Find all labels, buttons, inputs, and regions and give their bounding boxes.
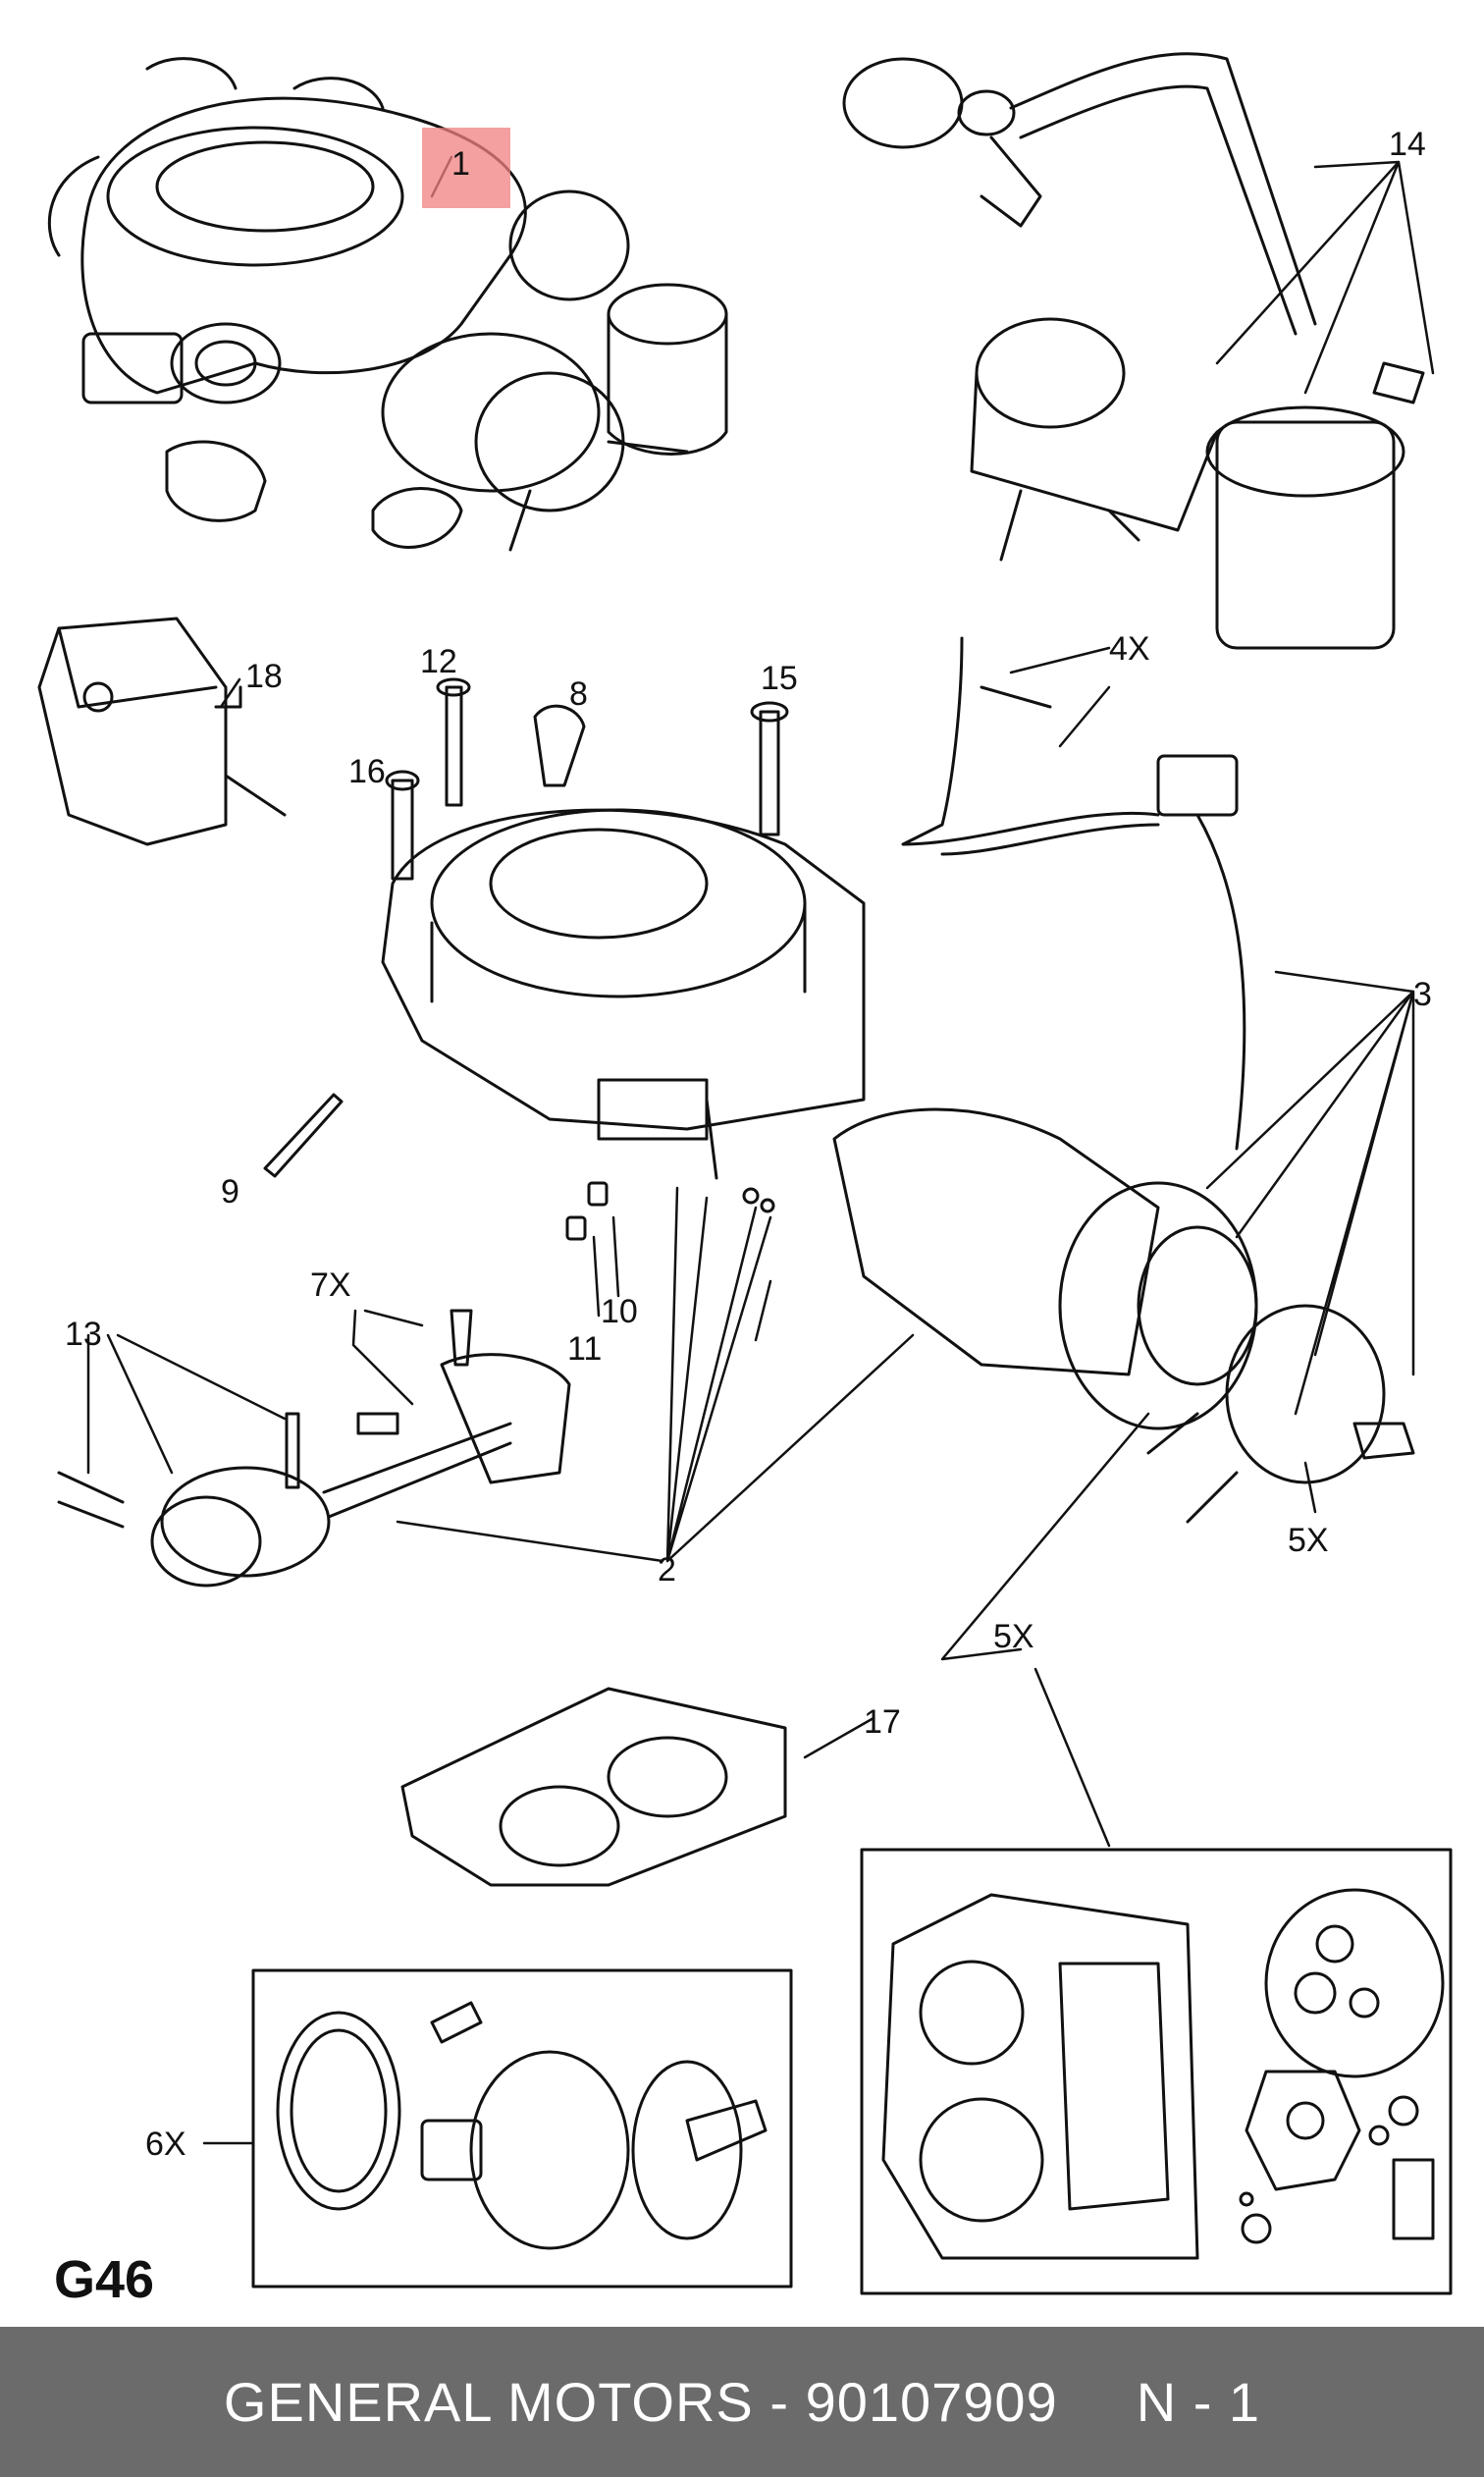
kit-box-6x — [251, 1968, 793, 2289]
idle-motor-assembly — [832, 636, 1415, 1524]
footer-part-number: 90107909 — [805, 2371, 1058, 2433]
throttle-shaft-assembly — [57, 1309, 571, 1588]
footer-note: N - 1 — [1136, 2371, 1261, 2433]
callout-5x-a: 5X — [1288, 1522, 1329, 1559]
small-hardware — [263, 1093, 775, 1241]
callout-16: 16 — [348, 753, 386, 790]
sheet-code: G46 — [54, 2250, 154, 2309]
kit-5x-contents — [881, 1888, 1445, 2260]
footer-bar: GENERAL MOTORS - 90107909 N - 1 — [0, 2327, 1484, 2477]
vacuum-canister-assembly — [842, 52, 1425, 650]
callout-6x: 6X — [145, 2126, 186, 2163]
kit-box-5x — [860, 1848, 1453, 2295]
callout-15: 15 — [761, 660, 798, 697]
callout-1: 1 — [451, 145, 470, 183]
kit-6x-contents — [276, 2001, 768, 2250]
callout-2: 2 — [658, 1551, 676, 1589]
callout-7x: 7X — [310, 1266, 351, 1304]
callout-17: 17 — [864, 1703, 901, 1741]
callout-4x: 4X — [1109, 630, 1150, 668]
callout-13: 13 — [65, 1316, 102, 1353]
callout-12: 12 — [420, 643, 457, 680]
throttle-body-housing — [381, 808, 866, 1180]
parts-exploded-diagram: 1 14 18 12 8 15 4X 16 3 9 10 7X 13 11 5X… — [37, 52, 1453, 2309]
callout-9: 9 — [221, 1173, 239, 1211]
callout-8: 8 — [569, 675, 588, 713]
throttle-body-gasket — [400, 1687, 787, 1887]
leader-lines — [86, 155, 1435, 2145]
callout-3: 3 — [1413, 976, 1432, 1013]
callout-10: 10 — [601, 1293, 638, 1330]
callout-labels: 1 14 18 12 8 15 4X 16 3 9 10 7X 13 11 5X… — [54, 126, 1432, 2309]
footer-brand: GENERAL MOTORS — [223, 2371, 754, 2433]
callout-18: 18 — [245, 658, 283, 695]
throttle-body-assembly — [47, 57, 728, 552]
footer-separator: - — [769, 2371, 789, 2433]
callout-11: 11 — [567, 1330, 602, 1368]
solenoid-valve — [37, 617, 287, 846]
callout-14: 14 — [1389, 126, 1426, 163]
highlight-callout-1 — [422, 128, 510, 208]
screws-and-injector — [385, 677, 789, 881]
callout-5x-b: 5X — [993, 1618, 1034, 1655]
